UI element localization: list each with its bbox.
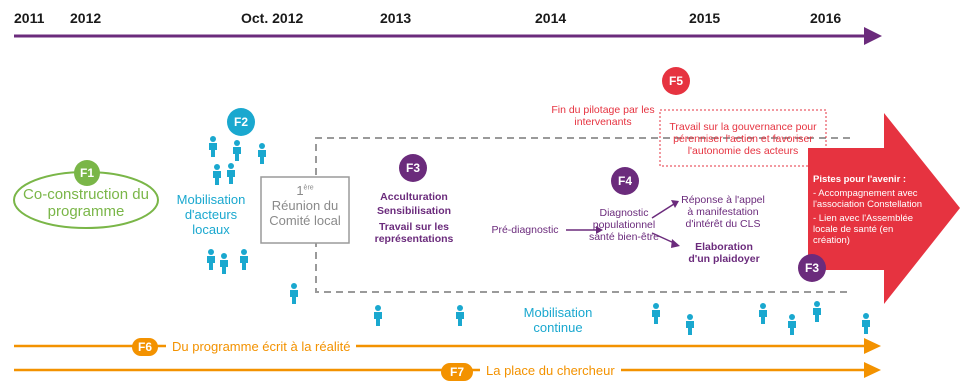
pistes-item-2: - Lien avec l'Assemblée locale de santé … xyxy=(813,212,914,246)
person-icon xyxy=(213,164,221,185)
year-2016: 2016 xyxy=(810,10,842,26)
badge-f5: F5 xyxy=(662,67,690,95)
badge-f3-first: F3 xyxy=(399,154,427,182)
person-icon xyxy=(233,140,241,161)
badge-f3-second: F3 xyxy=(798,254,826,282)
flow-arrow-down xyxy=(651,232,675,244)
gouvernance-label: Travail sur la gouvernance pour pérennis… xyxy=(669,121,817,158)
person-icon xyxy=(788,314,796,335)
person-icon xyxy=(813,301,821,322)
year-2013: 2013 xyxy=(380,10,412,26)
acculturation-label: Acculturation xyxy=(380,191,448,203)
person-icon xyxy=(258,143,266,164)
badge-f2: F2 xyxy=(227,108,255,136)
person-icon xyxy=(240,249,248,270)
year-oct-2012: Oct. 2012 xyxy=(241,10,304,26)
f6-label: Du programme écrit à la réalité xyxy=(166,339,357,354)
year-2015: 2015 xyxy=(689,10,721,26)
year-2014: 2014 xyxy=(535,10,567,26)
pistes-item-1: - Accompagnement avec l'association Cons… xyxy=(813,187,923,210)
badge-f7: F7 xyxy=(441,363,473,381)
travail-representations-label: Travail sur les représentations xyxy=(374,221,454,246)
year-2011: 2011 xyxy=(14,10,45,26)
reunion-number: 1 xyxy=(296,183,304,198)
person-icon xyxy=(290,283,298,304)
person-icon xyxy=(686,314,694,335)
person-icon xyxy=(227,163,235,184)
f7-label: La place du chercheur xyxy=(480,363,621,378)
dashed-bracket xyxy=(315,137,850,293)
flow-arrow-up xyxy=(651,203,675,219)
timeline-arrowhead xyxy=(864,27,882,45)
person-icon xyxy=(374,305,382,326)
pistes-block: Pistes pour l'avenir : - Accompagnement … xyxy=(813,174,931,247)
people-group xyxy=(207,136,870,335)
person-icon xyxy=(220,253,228,274)
badge-f6: F6 xyxy=(132,338,158,356)
f6-arrowhead xyxy=(864,338,881,354)
person-icon xyxy=(207,249,215,270)
reunion-text: Réunion du Comité local xyxy=(269,197,341,228)
mobilisation-acteurs-label: Mobilisation d'acteurs locaux xyxy=(176,192,246,237)
flow-arrowhead-down xyxy=(671,239,680,248)
reponse-appel-label: Réponse à l'appel à manifestation d'inté… xyxy=(681,194,765,231)
flow-arrowhead-up xyxy=(671,200,679,208)
pistes-arrow-shape xyxy=(808,113,960,304)
badge-f1: F1 xyxy=(74,160,100,186)
person-icon xyxy=(209,136,217,157)
fin-pilotage-label: Fin du pilotage par les intervenants xyxy=(551,104,655,129)
pistes-title: Pistes pour l'avenir : xyxy=(813,174,907,185)
reunion-box xyxy=(260,176,350,244)
sensibilisation-label: Sensibilisation xyxy=(376,205,452,217)
mobilisation-continue-label: Mobilisation continue xyxy=(523,305,593,335)
f7-arrowhead xyxy=(864,362,881,378)
year-2012: 2012 xyxy=(70,10,102,26)
badge-f4: F4 xyxy=(611,167,639,195)
reunion-label: 1ère Réunion du Comité local xyxy=(264,183,346,229)
elaboration-label: Elaboration d'un plaidoyer xyxy=(688,241,760,266)
person-icon xyxy=(456,305,464,326)
gouvernance-box xyxy=(659,109,827,167)
person-icon xyxy=(652,303,660,324)
coconstruction-label: Co-construction du programme xyxy=(23,186,149,221)
diagnostic-label: Diagnostic populationnel santé bien-être xyxy=(588,207,660,244)
person-icon xyxy=(862,313,870,334)
prediagnostic-label: Pré-diagnostic xyxy=(491,224,559,236)
flow-arrowhead-prediag xyxy=(596,226,603,234)
person-icon xyxy=(759,303,767,324)
reunion-superscript: ère xyxy=(303,184,314,192)
